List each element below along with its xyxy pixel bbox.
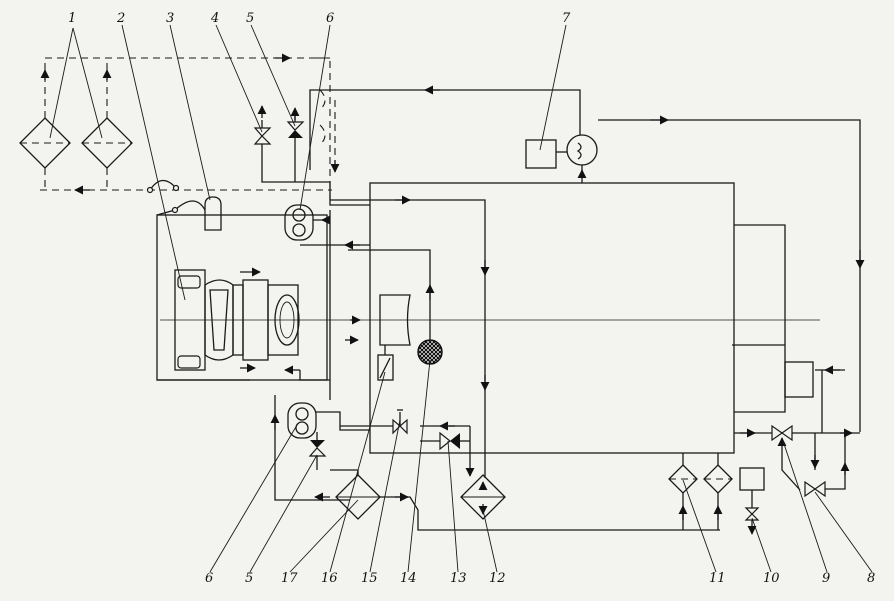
callout-9: 9 — [822, 571, 830, 586]
callout-7: 7 — [562, 11, 571, 26]
callout-14: 14 — [400, 571, 417, 586]
pump-6-bottom — [270, 395, 370, 501]
leader-lines — [49, 24, 873, 573]
valve-5-bottom — [308, 432, 327, 470]
callout-labels: 1 2 3 4 5 6 7 8 9 10 11 12 13 14 15 16 1… — [68, 11, 875, 586]
tank-10 — [739, 467, 765, 535]
callout-4: 4 — [210, 11, 219, 26]
callout-1: 1 — [68, 11, 76, 26]
top-supply-line — [309, 85, 865, 432]
accumulator-3 — [146, 179, 222, 231]
callout-17: 17 — [281, 571, 298, 586]
filter-17 — [314, 469, 720, 531]
callout-11: 11 — [709, 571, 726, 586]
valve-cluster-8-9 — [734, 365, 860, 498]
dashed-return-lines — [40, 53, 370, 201]
filter-12 — [460, 465, 506, 520]
callout-6-bottom: 6 — [205, 571, 213, 586]
callout-6-top: 6 — [326, 11, 334, 26]
valve-13 — [420, 421, 471, 465]
cylinder-16 — [377, 294, 411, 381]
callout-3: 3 — [166, 11, 174, 26]
callout-5-bottom: 5 — [245, 571, 253, 586]
valve-4 — [253, 105, 272, 178]
pump-6-top — [284, 204, 331, 400]
line-top-valves — [261, 178, 370, 206]
callout-8: 8 — [867, 571, 875, 586]
callout-13: 13 — [450, 571, 467, 586]
spindle-assembly — [156, 214, 370, 381]
valve-5-top — [286, 107, 305, 182]
pump-unit-7 — [525, 134, 598, 183]
callout-12: 12 — [489, 571, 506, 586]
callout-15: 15 — [361, 571, 378, 586]
callout-16: 16 — [321, 571, 338, 586]
callout-2: 2 — [116, 11, 125, 26]
filters-11 — [668, 453, 733, 530]
filter-1-right — [81, 117, 133, 169]
valve-15 — [340, 409, 408, 435]
filter-1-left — [19, 117, 71, 169]
machine-body — [369, 182, 814, 454]
callout-5-top: 5 — [246, 11, 254, 26]
heat-exchanger-14 — [417, 339, 443, 365]
callout-10: 10 — [763, 571, 780, 586]
internal-lines — [157, 195, 490, 478]
